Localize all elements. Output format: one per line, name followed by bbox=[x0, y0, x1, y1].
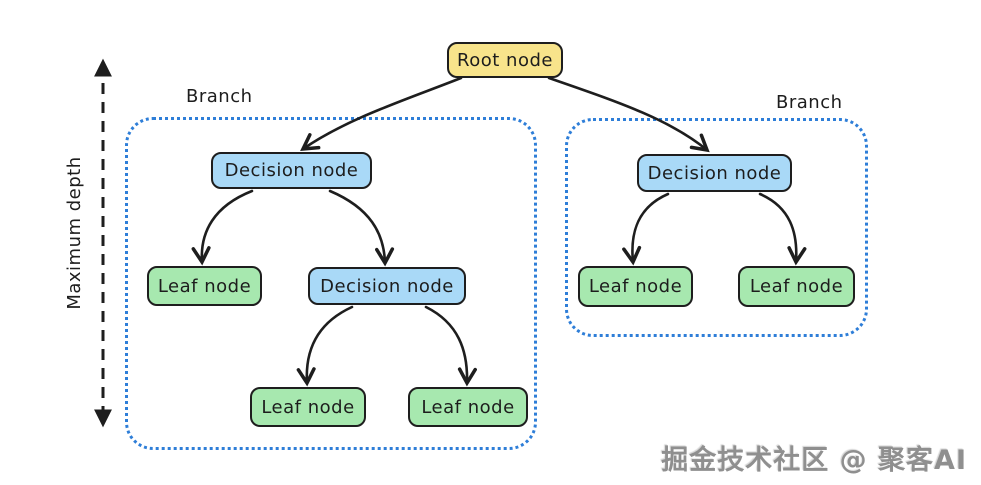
right-branch-label: Branch bbox=[776, 92, 843, 113]
left-decision-node-top: Decision node bbox=[211, 152, 372, 189]
maximum-depth-label: Maximum depth bbox=[64, 156, 85, 310]
left-leaf-node-bottom-right: Leaf node bbox=[408, 387, 528, 427]
right-leaf-node-left: Leaf node bbox=[578, 266, 693, 307]
left-leaf-node-mid: Leaf node bbox=[147, 266, 262, 306]
root-node: Root node bbox=[447, 42, 563, 78]
watermark-text: 掘金技术社区 @ 聚客AI bbox=[661, 445, 967, 476]
right-decision-node: Decision node bbox=[637, 154, 792, 192]
right-leaf-node-right: Leaf node bbox=[738, 266, 855, 307]
left-branch-label: Branch bbox=[186, 86, 253, 107]
left-decision-node-mid: Decision node bbox=[308, 267, 466, 305]
right-branch-box bbox=[565, 118, 868, 337]
left-leaf-node-bottom-left: Leaf node bbox=[250, 387, 366, 427]
